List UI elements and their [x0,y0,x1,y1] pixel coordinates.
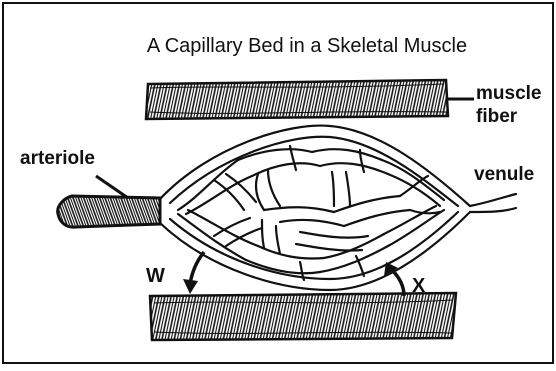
diagram-title: A Capillary Bed in a Skeletal Muscle [147,35,467,57]
arrow-w [183,252,204,294]
arteriole-vessel [58,196,160,227]
muscle-fiber-bottom [150,293,456,340]
muscle-fiber-label-line2: fiber [476,106,518,127]
muscle-fiber-top [146,80,448,119]
muscle-fiber-label-line1: muscle [476,83,541,104]
capillary-bed [160,126,516,290]
arteriole-pointer [96,176,128,198]
arteriole-label: arteriole [20,148,95,169]
venule-label: venule [474,164,534,185]
label-w: W [146,265,165,287]
label-x: X [412,275,426,297]
